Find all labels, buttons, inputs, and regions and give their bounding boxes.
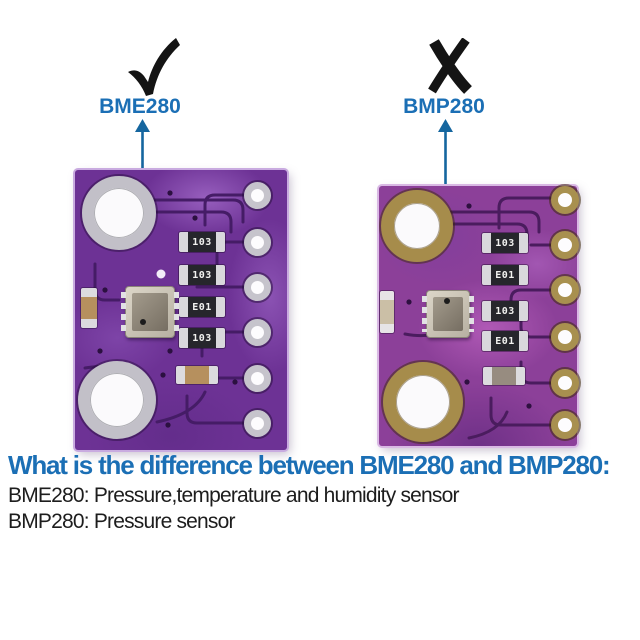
bme280-sensor-chip <box>121 286 179 338</box>
pin-pad <box>551 186 579 214</box>
vent-hole <box>140 319 146 325</box>
pin-pad <box>551 411 579 439</box>
pin-pad <box>551 369 579 397</box>
silkscreen-dot <box>156 269 166 279</box>
mounting-hole <box>381 190 453 262</box>
pin-pad <box>244 365 271 392</box>
bme280-board: 103 103 E01 103 <box>75 170 287 450</box>
smd-resistor: 103 <box>482 233 528 253</box>
checkmark-icon <box>128 38 180 96</box>
pin-pad <box>244 274 271 301</box>
smd-resistor: 103 <box>179 232 225 252</box>
chip-pins <box>422 296 427 332</box>
smd-capacitor <box>380 291 394 333</box>
pin-pad <box>244 182 271 209</box>
footer-line-bmp280: BMP280: Pressure sensor <box>8 510 236 533</box>
smd-capacitor <box>81 288 97 328</box>
x-icon <box>428 38 472 94</box>
pin-pad <box>244 229 271 256</box>
smd-capacitor <box>176 366 218 384</box>
chip-pins <box>121 292 126 332</box>
mounting-hole <box>78 361 156 439</box>
pin-pad <box>551 276 579 304</box>
bme280-label: BME280 <box>99 95 181 118</box>
smd-resistor: 103 <box>179 328 225 348</box>
smd-resistor: 103 <box>179 265 225 285</box>
mounting-hole <box>82 176 156 250</box>
footer-title: What is the difference between BME280 an… <box>8 450 611 480</box>
pin-pad <box>244 410 271 437</box>
smd-capacitor <box>483 367 525 385</box>
smd-resistor: E01 <box>482 265 528 285</box>
smd-resistor: E01 <box>179 297 225 317</box>
pin-pad <box>551 323 579 351</box>
bmp280-label: BMP280 <box>403 95 485 118</box>
smd-resistor: E01 <box>482 331 528 351</box>
pin-pad <box>244 319 271 346</box>
bmp280-sensor-chip <box>422 290 474 338</box>
vent-hole <box>444 298 450 304</box>
bmp280-board: 103 E01 103 E01 <box>379 186 579 446</box>
pin-pad <box>551 231 579 259</box>
mounting-hole <box>383 362 463 442</box>
chip-pins <box>469 296 474 332</box>
chip-body <box>132 293 168 331</box>
smd-resistor: 103 <box>482 301 528 321</box>
chip-pins <box>174 292 179 332</box>
footer-line-bme280: BME280: Pressure,temperature and humidit… <box>8 484 459 507</box>
